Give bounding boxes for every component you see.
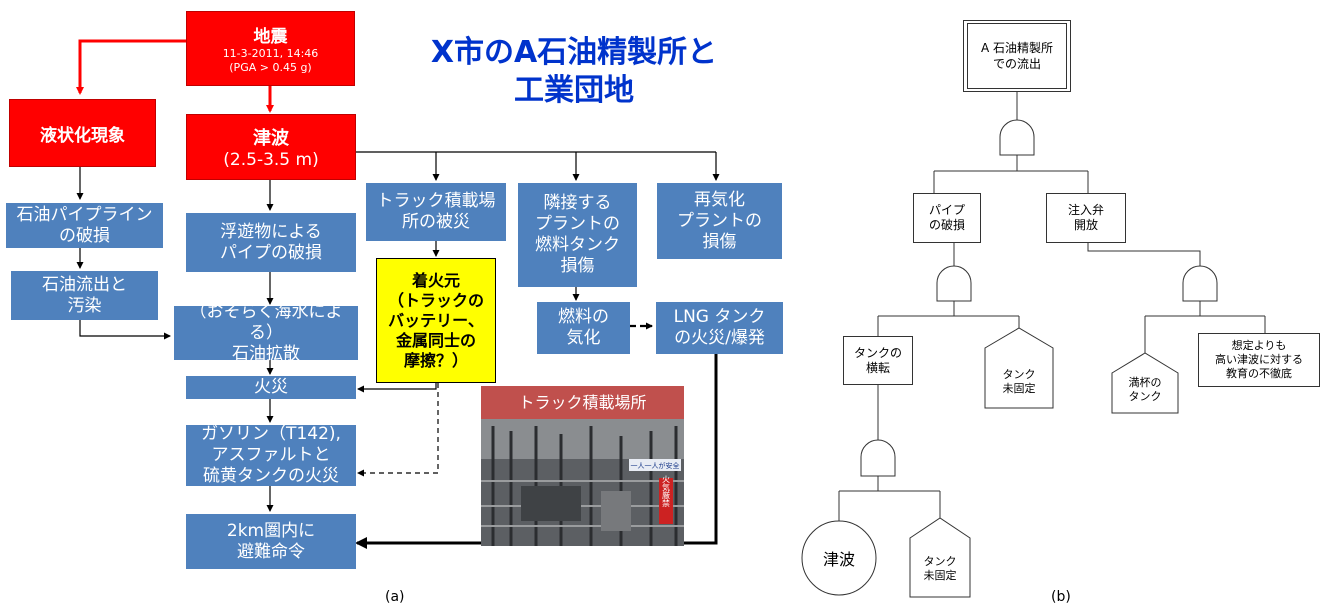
- photo-label: トラック積載場所: [481, 386, 684, 419]
- earthquake-title: 地震: [253, 27, 288, 47]
- pipe-break-box: パイプ の破損: [913, 193, 981, 243]
- panel-a-connectors: [76, 39, 720, 549]
- earthquake-pga: (PGA > 0.45 g): [229, 61, 312, 74]
- liquefaction-node: 液状化現象: [9, 99, 156, 167]
- truck-loading-photo: 一人一人が安全 火気厳禁 トラック積載場所: [481, 386, 684, 546]
- and-gate-top: [999, 119, 1035, 156]
- top-event-box: A 石油精製所 での流出: [963, 20, 1071, 92]
- earthquake-node: 地震 11-3-2011, 14:46 (PGA > 0.45 g): [186, 11, 355, 86]
- pipeline-damage-node: 石油パイプライン の破損: [6, 203, 163, 248]
- tsunami-event-label: 津波: [822, 550, 855, 569]
- top-event-label: A 石油精製所 での流出: [967, 23, 1067, 89]
- oil-spread-node: （おそらく海水による） 石油拡散: [174, 302, 358, 364]
- tsunami-node: 津波 (2.5-3.5 m): [186, 114, 356, 180]
- tsunami-height: (2.5-3.5 m): [223, 150, 319, 170]
- photo-sign-text: 一人一人が安全: [631, 461, 680, 470]
- tank-unfixed-1-label: タンク 未固定: [1002, 368, 1036, 395]
- education-box: 想定よりも 高い津波に対する 教育の不徹底: [1198, 333, 1320, 387]
- fault-tree-lines: [801, 92, 1266, 598]
- ignition-node: 着火元 （トラックの バッテリー、 金属同士の 摩擦？）: [376, 258, 496, 383]
- adjacent-tank-node: 隣接する プラントの 燃料タンク 損傷: [518, 183, 637, 287]
- lng-fire-node: LNG タンク の火災/爆発: [656, 302, 783, 354]
- tank-overturn-box: タンクの 横転: [843, 336, 913, 385]
- truck-loading-photo-image: 一人一人が安全 火気厳禁: [481, 419, 684, 546]
- panel-b-fault-tree: A 石油精製所 での流出 パイプ の破損 注入弁 開放 タンクの 横転 タンク …: [800, 0, 1329, 607]
- and-gate-overturn: [860, 439, 896, 477]
- page-title: X市のA石油精製所と 工業団地: [430, 35, 718, 108]
- tsunami-title: 津波: [253, 128, 289, 149]
- and-gate-pipe: [936, 265, 972, 302]
- and-gate-valve: [1182, 265, 1218, 302]
- house-tank-unfixed-2: [909, 517, 971, 598]
- caption-a: (a): [385, 589, 405, 605]
- house-full-tank: [1111, 352, 1179, 414]
- tank-fire-node: ガソリン（T142), アスファルトと 硫黄タンクの火災: [186, 424, 356, 486]
- caption-b: (b): [1051, 589, 1071, 605]
- fuel-vapor-node: 燃料の 気化: [537, 302, 630, 354]
- house-tank-unfixed-1: [984, 327, 1054, 409]
- basic-event-tsunami: [801, 520, 877, 596]
- earthquake-date: 11-3-2011, 14:46: [222, 47, 319, 60]
- oil-outflow-node: 石油流出と 汚染: [11, 271, 158, 320]
- photo-red-sign-text: 火気厳禁: [662, 475, 671, 507]
- panel-a-flowchart: X市のA石油精製所と 工業団地 地震 11-3-2011, 14:46 (PGA…: [6, 11, 783, 605]
- regas-damage-node: 再気化 プラントの 損傷: [657, 183, 782, 259]
- evacuation-node: 2km圏内に 避難命令: [186, 514, 356, 569]
- fire-node: 火災: [186, 376, 356, 399]
- injection-valve-box: 注入弁 開放: [1046, 193, 1126, 243]
- tank-unfixed-2-label: タンク 未固定: [923, 555, 957, 582]
- debris-pipe-node: 浮遊物による パイプの破損: [186, 213, 356, 272]
- liquefaction-label: 液状化現象: [40, 125, 125, 146]
- full-tank-label: 満杯の タンク: [1128, 376, 1162, 403]
- truck-site-damage-node: トラック積載場 所の被災: [366, 183, 506, 241]
